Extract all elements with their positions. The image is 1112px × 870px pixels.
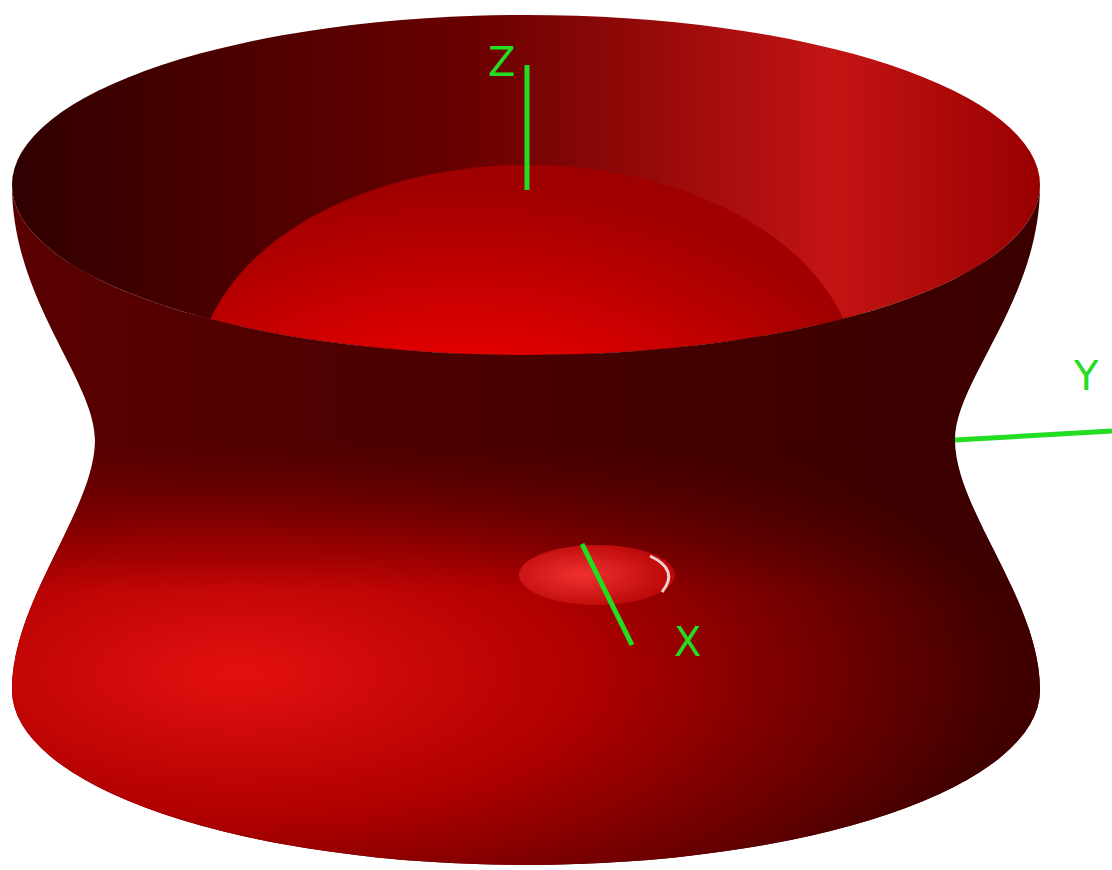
axis-label: Z xyxy=(488,42,515,82)
y-axis xyxy=(955,431,1112,440)
lower-surface xyxy=(12,440,1040,865)
x-axis xyxy=(582,544,632,645)
axis-label: X xyxy=(674,622,701,662)
front-surface xyxy=(12,185,1040,865)
axis-label: Y xyxy=(1074,356,1098,396)
z-axis xyxy=(525,65,530,190)
hole-highlight xyxy=(650,556,669,592)
